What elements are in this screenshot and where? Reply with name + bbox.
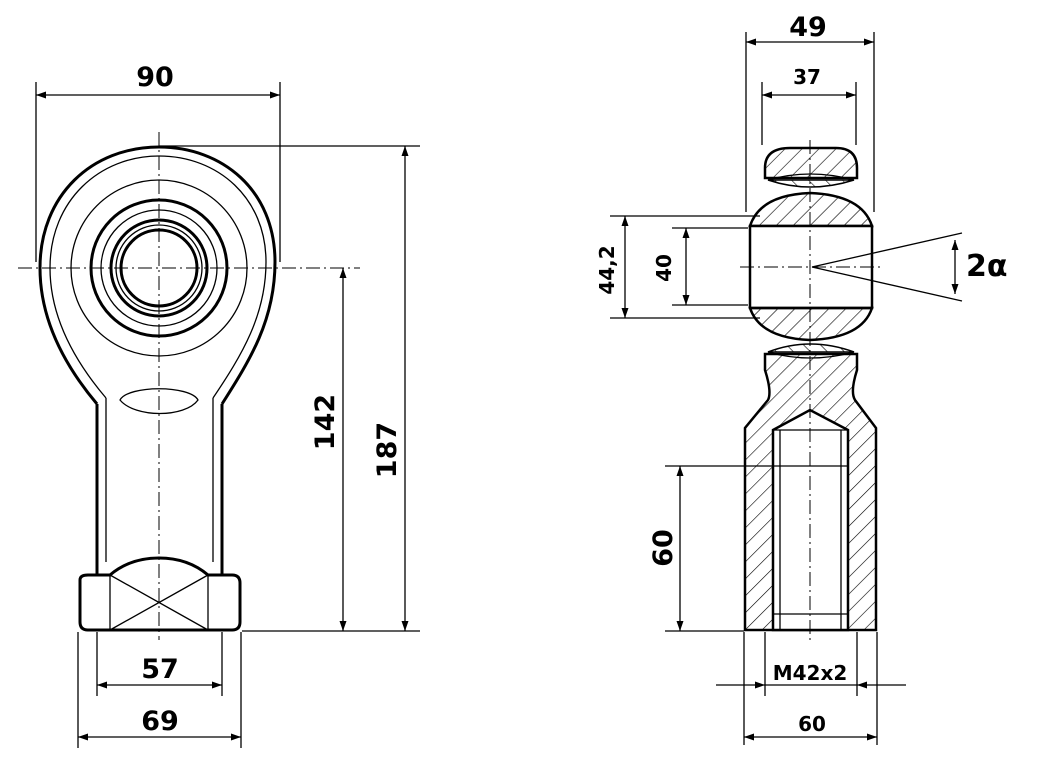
side-ball-top xyxy=(748,191,874,228)
front-head-outline xyxy=(38,145,277,405)
side-housing-top xyxy=(763,146,859,180)
dim-shank-label: 69 xyxy=(141,706,179,737)
front-hex-base xyxy=(78,556,242,632)
dim-ball-width-label: 49 xyxy=(789,12,827,43)
front-head-inner-contour xyxy=(49,155,267,399)
dim-thread-depth-label: 60 xyxy=(648,529,679,567)
dim-thread-label: M42x2 xyxy=(773,661,848,685)
side-ball-bottom xyxy=(748,306,874,342)
front-neck-transition xyxy=(119,388,199,415)
dim-center-height-label: 142 xyxy=(310,394,341,450)
dim-width-label: 90 xyxy=(136,62,174,93)
dim-shank-width-label: 60 xyxy=(798,712,826,736)
side-view: 49 37 44,2 40 2α 60 M42x2 60 xyxy=(595,12,1007,745)
dim-angle-label: 2α xyxy=(966,249,1007,284)
dim-total-height-label: 187 xyxy=(372,422,403,478)
front-view: 90 142 187 57 69 xyxy=(18,62,420,748)
dim-bore-label: 40 xyxy=(652,254,676,282)
dim-inner-width-label: 37 xyxy=(793,65,821,89)
dim-ball-dia-label: 44,2 xyxy=(595,245,619,294)
dim-hex-label: 57 xyxy=(141,654,179,685)
front-ring-4 xyxy=(109,218,209,318)
